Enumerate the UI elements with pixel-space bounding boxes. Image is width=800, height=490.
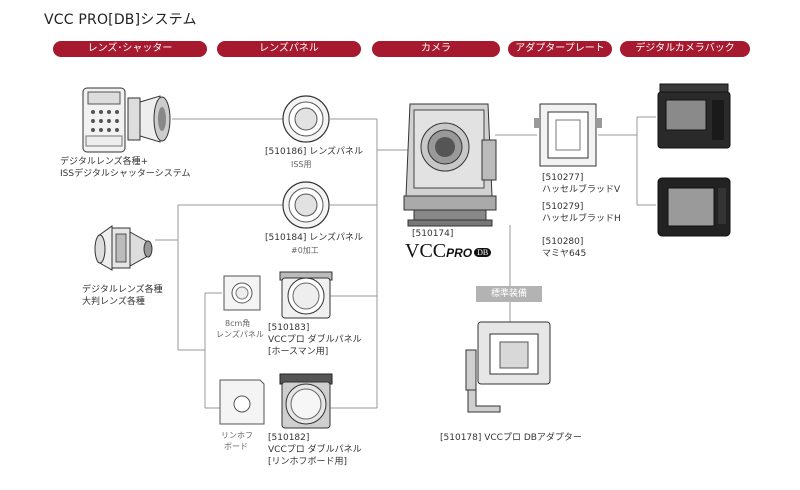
adapter-510280-code: [510280] xyxy=(542,237,584,247)
panel-510182-name: VCCプロ ダブルパネル xyxy=(268,445,362,455)
page-title: VCC PRO[DB]システム xyxy=(44,12,197,28)
iss-shutter-label: ISSデジタルシャッターシステム xyxy=(60,169,191,179)
linhof-board-label: リンホフ xyxy=(221,431,253,440)
adapter-510277-name: ハッセルブラッドV xyxy=(542,185,621,195)
digital-back-2-icon xyxy=(657,177,731,237)
digital-lens-icon xyxy=(127,95,171,143)
digital-back-1-icon xyxy=(657,83,731,149)
lens-panel-510186-icon xyxy=(282,95,330,143)
adapter-510277-code: [510277] xyxy=(542,173,584,183)
panel-510183-name: VCCプロ ダブルパネル xyxy=(268,335,362,345)
header-lens-shutter: レンズ･シャッター xyxy=(53,41,207,57)
linhof-board-label-2: ボード xyxy=(224,442,248,451)
header-adapter-plate: アダプタープレート xyxy=(508,41,612,57)
adapter-510280-name: マミヤ645 xyxy=(542,249,587,259)
panel-510184-sub: #0加工 xyxy=(291,246,319,255)
standard-equipment-badge: 標準装備 xyxy=(476,286,542,302)
8cm-board-icon xyxy=(223,275,261,311)
digital-lens-types-label: デジタルレンズ各種 xyxy=(82,285,163,295)
model-db-badge: DB xyxy=(474,247,492,257)
db-adapter-label: [510178] VCCプロ DBアダプター xyxy=(440,433,582,443)
double-panel-510182-icon xyxy=(279,373,333,429)
board-8cm-label-2: レンズパネル xyxy=(216,330,264,339)
adapter-510279-name: ハッセルブラッドH xyxy=(542,214,621,224)
linhof-board-icon xyxy=(219,379,265,425)
header-digital-back: デジタルカメラバック xyxy=(620,41,750,57)
adapter-plate-icon xyxy=(534,103,602,167)
panel-510183-note: [ホースマン用] xyxy=(268,347,329,357)
vcc-pro-camera-icon xyxy=(403,103,497,227)
adapter-510279-code: [510279] xyxy=(542,202,584,212)
digital-lens-label: デジタルレンズ各種+ xyxy=(60,157,149,167)
header-camera: カメラ xyxy=(372,41,500,57)
double-panel-510183-icon xyxy=(279,271,333,319)
model-prefix: VCC xyxy=(405,240,447,262)
header-lens-panel: レンズパネル xyxy=(217,41,361,57)
panel-510183-code: [510183] xyxy=(268,323,310,333)
panel-510184-label: [510184] レンズパネル xyxy=(265,233,364,243)
db-adapter-icon xyxy=(465,321,551,413)
board-8cm-label: 8cm角 xyxy=(225,319,251,328)
large-format-lens-icon xyxy=(94,225,153,271)
panel-510186-label: [510186] レンズパネル xyxy=(265,147,364,157)
lens-panel-510184-icon xyxy=(282,181,330,229)
model-pro: PRO xyxy=(446,246,473,260)
large-format-lens-label: 大判レンズ各種 xyxy=(82,297,145,307)
connector-lines xyxy=(155,116,656,409)
panel-510186-sub: ISS用 xyxy=(291,160,312,169)
camera-code: [510174] xyxy=(412,229,454,239)
panel-510182-note: [リンホフボード用] xyxy=(268,457,348,467)
digital-shutter-icon xyxy=(82,87,126,153)
panel-510182-code: [510182] xyxy=(268,433,310,443)
